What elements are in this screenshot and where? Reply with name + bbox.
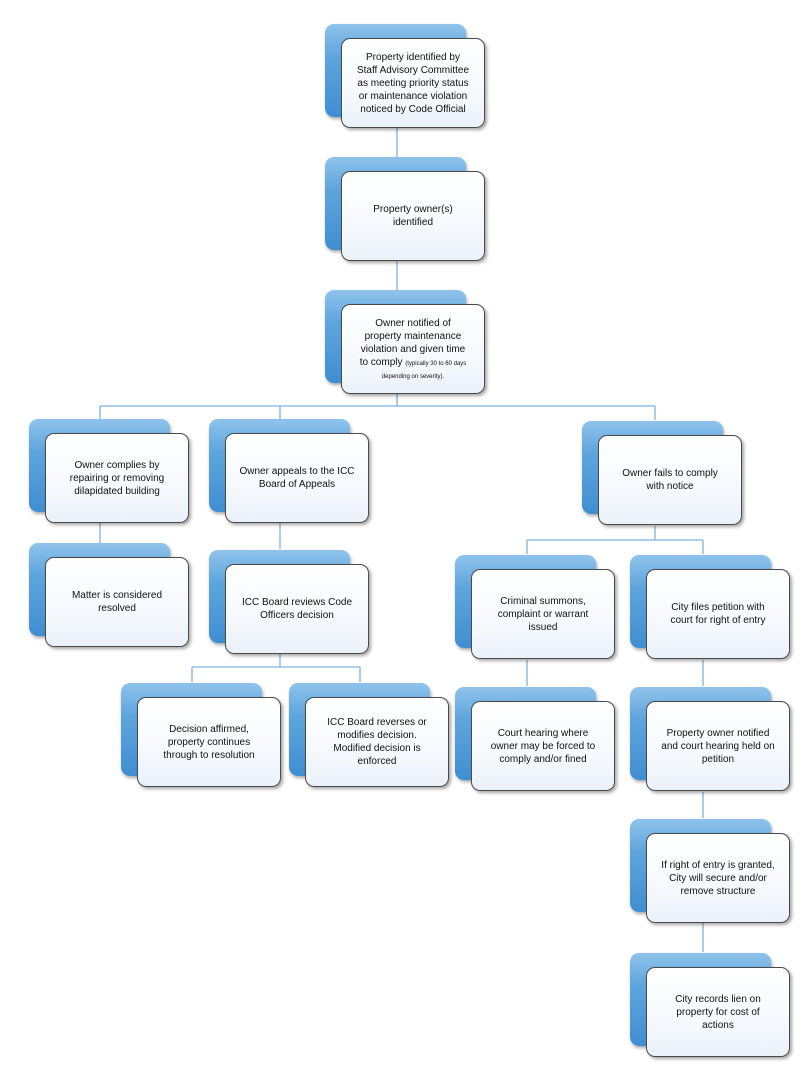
node-card: Owner appeals to the ICC Board of Appeal… — [225, 433, 369, 523]
node-label-note: (typically 30 to 60 days depending on se… — [381, 360, 467, 380]
node-label: City records lien on property for cost o… — [675, 993, 761, 1031]
node-card: Property owner(s) identified — [341, 171, 485, 261]
node-label: ICC Board reviews Code Officers decision — [241, 597, 353, 621]
node-card: Owner fails to comply with notice — [598, 435, 742, 525]
node-label: Owner notified of property maintenance v… — [350, 317, 476, 382]
node-label: Owner fails to comply with notice — [622, 468, 718, 492]
node-label: Owner appeals to the ICC Board of Appeal… — [239, 466, 355, 490]
node-card: ICC Board reviews Code Officers decision — [225, 564, 369, 654]
node-label: Property owner(s) identified — [373, 204, 453, 228]
node-card: Property owner notified and court hearin… — [646, 701, 790, 791]
node-label: If right of entry is granted, City will … — [661, 859, 775, 897]
node-card: Owner notified of property maintenance v… — [341, 304, 485, 394]
node-label: ICC Board reverses or modifies decision.… — [327, 717, 427, 767]
node-label: Criminal summons, complaint or warrant i… — [497, 595, 589, 633]
node-label-main: Owner notified of property maintenance v… — [359, 317, 466, 368]
node-label: Property owner notified and court hearin… — [661, 727, 775, 765]
node-card: Decision affirmed, property continues th… — [137, 697, 281, 787]
node-card: Matter is considered resolved — [45, 557, 189, 647]
node-card: City records lien on property for cost o… — [646, 967, 790, 1057]
node-label: Decision affirmed, property continues th… — [163, 723, 255, 761]
node-card: Property identified by Staff Advisory Co… — [341, 38, 485, 128]
node-label: Court hearing where owner may be forced … — [490, 727, 596, 765]
node-card: ICC Board reverses or modifies decision.… — [305, 697, 449, 787]
node-card: Criminal summons, complaint or warrant i… — [471, 569, 615, 659]
node-label: City files petition with court for right… — [670, 602, 766, 626]
node-card: Court hearing where owner may be forced … — [471, 701, 615, 791]
node-card: If right of entry is granted, City will … — [646, 833, 790, 923]
node-label: Property identified by Staff Advisory Co… — [356, 51, 470, 115]
node-label: Owner complies by repairing or removing … — [69, 459, 165, 497]
node-card: City files petition with court for right… — [646, 569, 790, 659]
node-card: Owner complies by repairing or removing … — [45, 433, 189, 523]
node-label: Matter is considered resolved — [71, 590, 163, 614]
